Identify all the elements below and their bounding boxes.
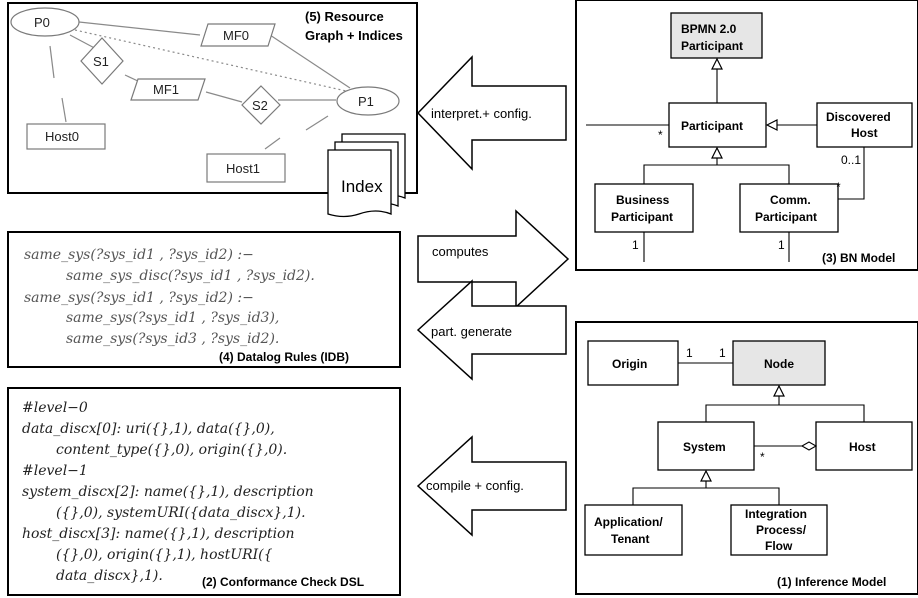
dsl-line-3: content_type({},0), origin({},0). bbox=[56, 442, 287, 458]
arrow-computes-label: computes bbox=[432, 244, 489, 259]
edge-p0-mf0 bbox=[78, 21, 201, 36]
node-s2-label: S2 bbox=[252, 98, 268, 113]
resource-graph-caption-2: Graph + Indices bbox=[305, 28, 403, 43]
resource-graph-caption-1: (5) Resource bbox=[305, 9, 384, 24]
node-s1-label: S1 bbox=[93, 54, 109, 69]
arrow-interpret-label: interpret.+ config. bbox=[431, 106, 532, 121]
bpmn-line2: Participant bbox=[681, 39, 743, 53]
node-p1-label: P1 bbox=[358, 94, 374, 109]
bpmn-participant-class bbox=[670, 12, 763, 59]
business-participant-class bbox=[594, 183, 694, 233]
dsl-line-1: #level−0 bbox=[22, 400, 88, 416]
business-line1: Business bbox=[616, 193, 670, 207]
datalog-line-5: same_sys(?sys_id3 , ?sys_id2). bbox=[66, 331, 279, 347]
node-class bbox=[732, 340, 826, 386]
datalog-frame bbox=[7, 231, 401, 368]
discovered-line1: Discovered bbox=[826, 110, 891, 124]
bpmn-line1: BPMN 2.0 bbox=[681, 22, 737, 36]
application-tenant-class bbox=[584, 504, 683, 556]
inference-model-panel: Origin Node 1 1 System Host * Applicatio… bbox=[575, 321, 918, 595]
arrow-computes: computes bbox=[417, 209, 570, 309]
dsl-line-7: host_discx[3]: name({},1), description bbox=[22, 526, 295, 542]
node-mf1 bbox=[130, 78, 206, 101]
datalog-line-3: same_sys(?sys_id1 , ?sys_id2) :− bbox=[24, 290, 254, 306]
datalog-line-2: same_sys_disc(?sys_id1 , ?sys_id2). bbox=[66, 268, 315, 284]
mult-star-left: * bbox=[658, 128, 663, 142]
integ-line1: Integration bbox=[745, 507, 807, 521]
resource-graph-panel: P0 MF0 S1 MF1 S2 P1 Host0 Host1 (5) Reso… bbox=[7, 2, 418, 218]
comm-line1: Comm. bbox=[770, 193, 811, 207]
comm-participant-class bbox=[739, 183, 839, 233]
system-class bbox=[657, 421, 755, 471]
dsl-line-5: system_discx[2]: name({},1), description bbox=[22, 484, 314, 500]
index-label: Index bbox=[341, 177, 383, 196]
comm-line2: Participant bbox=[755, 210, 817, 224]
node-p0-label: P0 bbox=[34, 15, 50, 30]
arrow-generate-label: part. generate bbox=[431, 324, 512, 339]
host-label: Host bbox=[849, 440, 876, 454]
node-host0 bbox=[26, 123, 106, 150]
origin-label: Origin bbox=[612, 357, 647, 371]
integ-line2: Process/ bbox=[756, 523, 807, 537]
node-s2 bbox=[241, 85, 281, 125]
assoc-comm-discovered bbox=[838, 147, 865, 200]
node-s1 bbox=[80, 37, 124, 85]
node-mf1-label: MF1 bbox=[153, 82, 179, 97]
dsl-line-2: data_discx[0]: uri({},1), data({},0), bbox=[22, 421, 275, 437]
arrow-generate: part. generate bbox=[416, 279, 567, 381]
dsl-line-4: #level−1 bbox=[22, 463, 88, 479]
mult-01: 0..1 bbox=[841, 153, 861, 167]
mult-node-1: 1 bbox=[719, 346, 726, 360]
dsl-panel: #level−0 data_discx[0]: uri({},1), data(… bbox=[7, 387, 401, 596]
node-mf0-label: MF0 bbox=[223, 28, 249, 43]
business-line2: Participant bbox=[611, 210, 673, 224]
system-label: System bbox=[683, 440, 726, 454]
node-host0-label: Host0 bbox=[45, 129, 79, 144]
datalog-caption: (4) Datalog Rules (IDB) bbox=[219, 350, 349, 364]
inference-model-caption: (1) Inference Model bbox=[777, 575, 886, 589]
integ-line3: Flow bbox=[765, 539, 793, 553]
arrow-interpret: interpret.+ config. bbox=[416, 55, 567, 171]
origin-class bbox=[587, 340, 679, 386]
app-line1: Application/ bbox=[594, 515, 663, 529]
inherit-tree-node bbox=[705, 404, 865, 422]
node-host1-label: Host1 bbox=[226, 161, 260, 176]
aggregation-diamond-icon bbox=[800, 441, 818, 451]
discovered-line2: Host bbox=[851, 126, 878, 140]
dsl-caption: (2) Conformance Check DSL bbox=[202, 575, 364, 589]
dsl-frame bbox=[7, 387, 401, 596]
arrow-compile: compile + config. bbox=[416, 435, 567, 537]
dsl-line-8: ({},0), origin({},1), hostURI({ bbox=[56, 547, 273, 563]
mult-one-business: 1 bbox=[632, 238, 639, 252]
datalog-panel: same_sys(?sys_id1 , ?sys_id2) :− same_sy… bbox=[7, 231, 401, 368]
index-document-stack-icon bbox=[327, 133, 406, 218]
integration-flow-class bbox=[730, 504, 828, 556]
datalog-line-4: same_sys(?sys_id1 , ?sys_id3), bbox=[66, 310, 279, 326]
edge-p1-host1-b bbox=[305, 115, 329, 131]
edge-mf0-p1 bbox=[269, 34, 351, 89]
arrow-compile-label: compile + config. bbox=[426, 478, 524, 493]
participant-label: Participant bbox=[681, 119, 743, 133]
edge-mf1-s2 bbox=[205, 91, 243, 103]
mult-star-comm: * bbox=[836, 180, 841, 194]
bn-model-caption: (3) BN Model bbox=[822, 251, 895, 265]
participant-class bbox=[668, 102, 767, 148]
mult-one-comm: 1 bbox=[778, 238, 785, 252]
node-host1 bbox=[206, 153, 286, 183]
datalog-line-1: same_sys(?sys_id1 , ?sys_id2) :− bbox=[24, 247, 254, 263]
app-line2: Tenant bbox=[611, 532, 649, 546]
node-p0 bbox=[10, 7, 80, 37]
edge-p0-host0-b bbox=[61, 97, 67, 123]
node-mf0 bbox=[200, 23, 276, 47]
edge-p1-host1-a bbox=[264, 137, 281, 150]
mult-star-system: * bbox=[760, 450, 765, 464]
dsl-line-9: data_discx},1). bbox=[56, 568, 163, 584]
edge-p0-host0-a bbox=[49, 45, 55, 79]
bn-model-panel: BPMN 2.0 Participant Participant Discove… bbox=[575, 0, 918, 271]
node-p1 bbox=[336, 86, 400, 116]
mult-origin-1: 1 bbox=[686, 346, 693, 360]
node-label: Node bbox=[764, 357, 794, 371]
dsl-line-6: ({},0), systemURI({data_discx},1). bbox=[56, 505, 306, 521]
